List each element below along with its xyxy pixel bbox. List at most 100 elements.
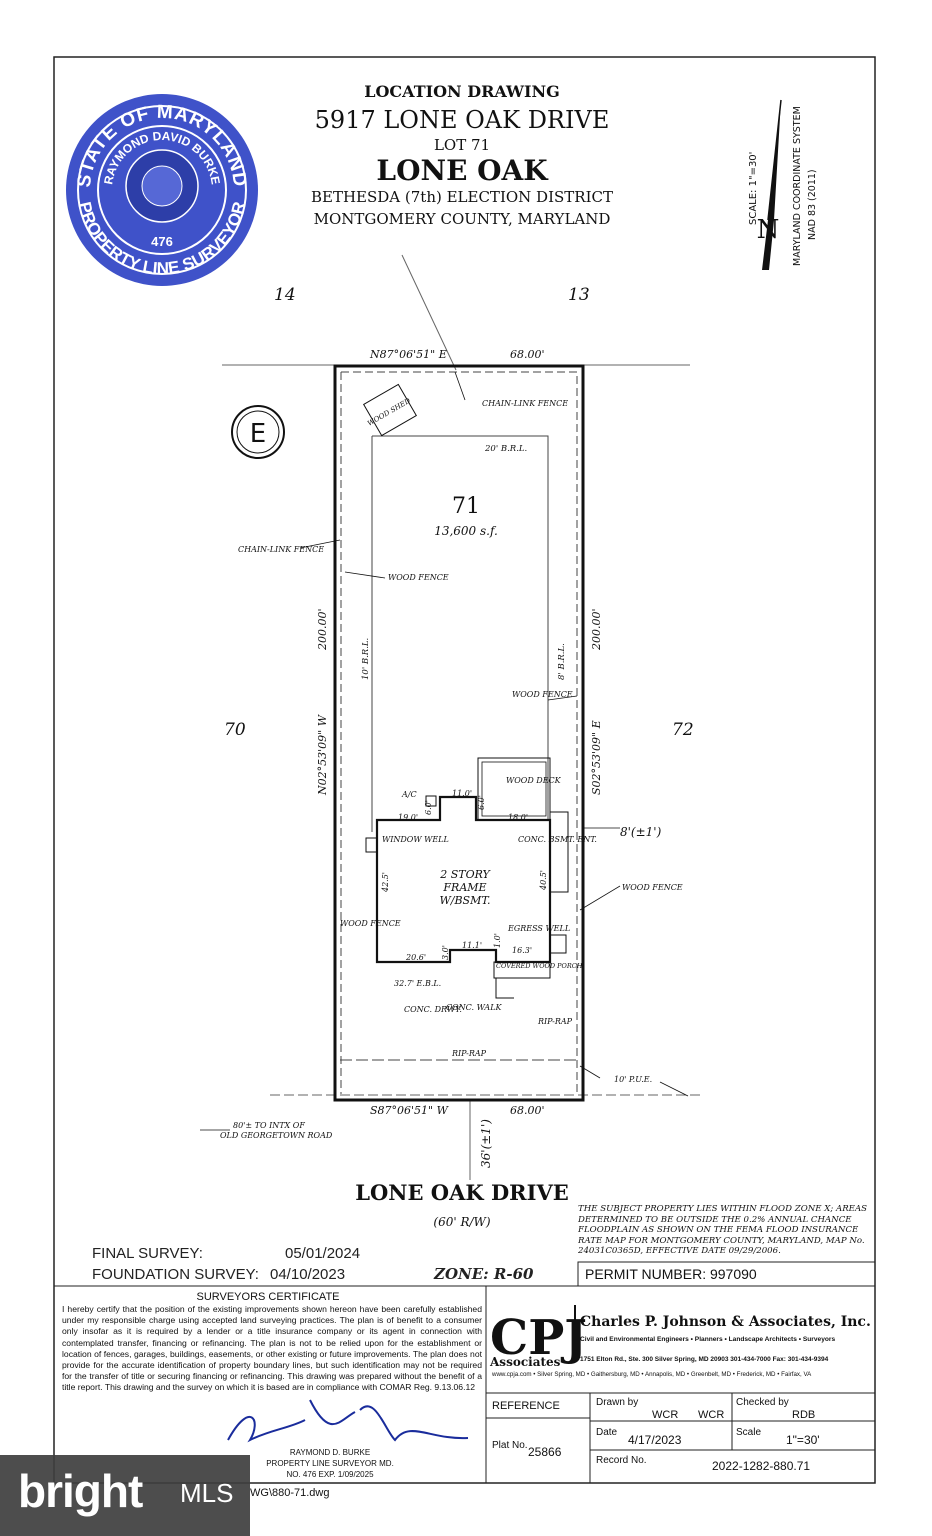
election-district: BETHESDA (7th) ELECTION DISTRICT bbox=[311, 188, 613, 206]
survey-dates: FINAL SURVEY: 05/01/2024 FOUNDATION SURV… bbox=[92, 1245, 534, 1283]
svg-text:Civil and Environmental Engine: Civil and Environmental Engineers • Plan… bbox=[580, 1336, 835, 1343]
svg-text:LONE OAK DRIVE: LONE OAK DRIVE bbox=[355, 1180, 569, 1205]
subdivision-name: LONE OAK bbox=[376, 154, 549, 187]
svg-text:(60' R/W): (60' R/W) bbox=[433, 1215, 490, 1229]
surveyor-seal: STATE OF MARYLAND RAYMOND DAVID BURKE 47… bbox=[66, 94, 258, 286]
svg-text:REFERENCE: REFERENCE bbox=[492, 1400, 560, 1412]
svg-text:www.cpja.com • Silver Spring,: www.cpja.com • Silver Spring, MD • Gaith… bbox=[491, 1371, 812, 1378]
svg-text:EGRESS WELL: EGRESS WELL bbox=[507, 924, 570, 933]
svg-text:NO. 476 EXP. 1/09/2025: NO. 476 EXP. 1/09/2025 bbox=[286, 1470, 374, 1479]
svg-text:Date: Date bbox=[596, 1427, 618, 1438]
svg-text:WOOD FENCE: WOOD FENCE bbox=[622, 883, 683, 892]
coordinate-system: MARYLAND COORDINATE SYSTEM bbox=[792, 106, 803, 266]
bottom-panel bbox=[54, 1285, 875, 1483]
wood-shed: WOOD SHED bbox=[362, 383, 418, 437]
svg-text:RIP-RAP: RIP-RAP bbox=[537, 1017, 573, 1026]
drawing-heading: LOCATION DRAWING bbox=[364, 82, 560, 101]
svg-text:04/10/2023: 04/10/2023 bbox=[270, 1266, 345, 1283]
svg-text:Charles P. Johnson & Associate: Charles P. Johnson & Associates, Inc. bbox=[580, 1314, 871, 1330]
property-address: 5917 LONE OAK DRIVE bbox=[315, 106, 610, 134]
signer-block: RAYMOND D. BURKE PROPERTY LINE SURVEYOR … bbox=[266, 1448, 394, 1479]
callouts: CHAIN-LINK FENCE CHAIN-LINK FENCE WOOD F… bbox=[220, 399, 683, 1168]
svg-text:PERMIT NUMBER: 997090: PERMIT NUMBER: 997090 bbox=[585, 1266, 757, 1282]
svg-text:E: E bbox=[250, 419, 266, 449]
svg-text:11.0': 11.0' bbox=[452, 789, 472, 798]
left-bearing: N02°53'09" W bbox=[316, 713, 329, 796]
svg-text:WOOD FENCE: WOOD FENCE bbox=[512, 690, 573, 699]
svg-text:CONC. DRWY.: CONC. DRWY. bbox=[404, 1005, 462, 1014]
adjacent-lot-70: 70 bbox=[224, 720, 246, 740]
svg-text:CONC. BSMT. ENT.: CONC. BSMT. ENT. bbox=[518, 835, 597, 844]
adjacent-lot-14: 14 bbox=[274, 285, 296, 305]
svg-text:40.5': 40.5' bbox=[539, 870, 548, 891]
svg-text:RIP-RAP: RIP-RAP bbox=[451, 1049, 487, 1058]
right-distance: 200.00' bbox=[590, 608, 603, 651]
svg-text:4/17/2023: 4/17/2023 bbox=[628, 1433, 682, 1447]
svg-text:6.0': 6.0' bbox=[424, 800, 433, 815]
svg-text:OLD GEORGETOWN ROAD: OLD GEORGETOWN ROAD bbox=[220, 1131, 333, 1140]
lot-number: 71 bbox=[452, 494, 480, 519]
svg-text:A/C: A/C bbox=[401, 790, 417, 799]
house-footprint bbox=[365, 757, 569, 999]
svg-text:8'(±1'): 8'(±1') bbox=[620, 825, 662, 839]
svg-text:WINDOW WELL: WINDOW WELL bbox=[382, 835, 449, 844]
watermark-bar bbox=[0, 1455, 250, 1536]
svg-text:ZONE: R-60: ZONE: R-60 bbox=[433, 1265, 534, 1283]
top-bearing: N87°06'51" E bbox=[369, 348, 447, 361]
street-label: LONE OAK DRIVE (60' R/W) bbox=[355, 1180, 569, 1229]
svg-text:42.5': 42.5' bbox=[381, 872, 390, 893]
leader-lines bbox=[200, 371, 689, 1131]
svg-text:CONC. WALK: CONC. WALK bbox=[446, 1003, 503, 1012]
top-distance: 68.00' bbox=[510, 348, 545, 361]
property-boundary bbox=[333, 364, 585, 1102]
county-state: MONTGOMERY COUNTY, MARYLAND bbox=[314, 210, 611, 228]
flood-zone-symbol: E bbox=[231, 405, 285, 459]
seal-number: 476 bbox=[151, 234, 173, 249]
svg-text:FINAL SURVEY:: FINAL SURVEY: bbox=[92, 1245, 203, 1262]
svg-text:FOUNDATION SURVEY:: FOUNDATION SURVEY: bbox=[92, 1266, 259, 1283]
left-distance: 200.00' bbox=[316, 608, 329, 651]
certificate-body: I hereby certify that the position of th… bbox=[62, 1304, 482, 1393]
svg-text:20.6': 20.6' bbox=[405, 953, 426, 962]
svg-text:WCR: WCR bbox=[698, 1409, 724, 1421]
svg-text:Drawn by: Drawn by bbox=[596, 1397, 638, 1408]
svg-text:CHAIN-LINK FENCE: CHAIN-LINK FENCE bbox=[482, 399, 568, 408]
adjacent-lot-72: 72 bbox=[672, 720, 694, 740]
certificate-title: SURVEYORS CERTIFICATE bbox=[196, 1291, 339, 1303]
svg-text:2 STORY: 2 STORY bbox=[439, 868, 491, 881]
svg-text:32.7' E.B.L.: 32.7' E.B.L. bbox=[394, 979, 441, 988]
north-letter: N bbox=[757, 215, 780, 245]
company-info: Charles P. Johnson & Associates, Inc. Ci… bbox=[491, 1314, 871, 1378]
adjacent-lot-numbers: 14 13 70 72 bbox=[224, 285, 694, 740]
svg-text:W/BSMT.: W/BSMT. bbox=[439, 894, 490, 907]
svg-text:Checked by: Checked by bbox=[736, 1397, 789, 1408]
watermark-mls: MLS bbox=[180, 1478, 234, 1508]
svg-text:RAYMOND D. BURKE: RAYMOND D. BURKE bbox=[290, 1448, 370, 1457]
svg-text:1"=30': 1"=30' bbox=[786, 1433, 820, 1447]
company-logo: CPJ Associates bbox=[489, 1305, 587, 1369]
bottom-bearing: S87°06'51" W bbox=[370, 1104, 450, 1117]
bottom-distance: 68.00' bbox=[510, 1104, 545, 1117]
house-labels: 2 STORY FRAME W/BSMT. A/C 19.0' 6.0' 11.… bbox=[381, 776, 597, 1058]
wood-deck-label: WOOD DECK bbox=[506, 776, 562, 785]
svg-text:WCR: WCR bbox=[652, 1409, 678, 1421]
left-brl: 10' B.R.L. bbox=[361, 638, 371, 680]
lot-interior: 71 13,600 s.f. 20' B.R.L. 10' B.R.L. 8' … bbox=[361, 444, 567, 680]
svg-text:36'(±1'): 36'(±1') bbox=[479, 1119, 493, 1168]
permit-number-box: PERMIT NUMBER: 997090 bbox=[577, 1261, 876, 1287]
svg-text:WOOD FENCE: WOOD FENCE bbox=[340, 919, 401, 928]
lot-label: LOT 71 bbox=[434, 136, 490, 154]
adjacent-lines bbox=[222, 254, 700, 1180]
scale-note: SCALE: 1"=30' bbox=[748, 152, 759, 225]
sheet-border bbox=[53, 56, 876, 1484]
svg-text:2022-1282-880.71: 2022-1282-880.71 bbox=[712, 1459, 810, 1473]
svg-text:18.0': 18.0' bbox=[508, 813, 528, 822]
svg-text:RDB: RDB bbox=[792, 1409, 815, 1421]
svg-text:3.0': 3.0' bbox=[441, 945, 450, 960]
svg-text:CPJ: CPJ bbox=[490, 1310, 587, 1366]
svg-text:25866: 25866 bbox=[528, 1445, 562, 1459]
svg-text:Scale: Scale bbox=[736, 1427, 761, 1438]
rear-brl: 20' B.R.L. bbox=[484, 444, 527, 454]
adjacent-lot-13: 13 bbox=[568, 285, 590, 305]
